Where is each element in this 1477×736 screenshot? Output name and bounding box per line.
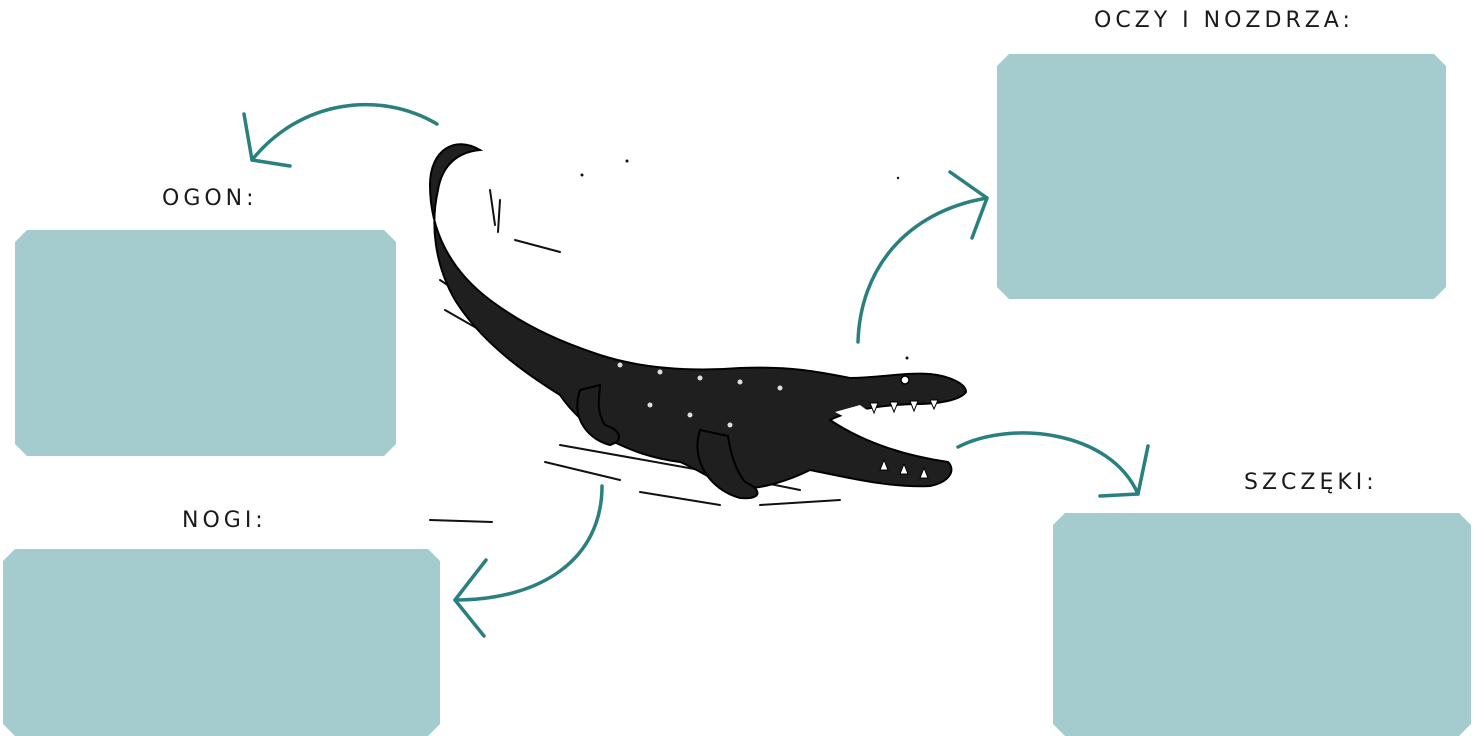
arrow-to-jaws (958, 433, 1148, 496)
arrow-to-legs (455, 486, 602, 636)
crocodile-illustration (430, 144, 966, 522)
arrow-to-eyes-nostrils (858, 172, 987, 342)
arrow-to-tail (244, 105, 437, 166)
